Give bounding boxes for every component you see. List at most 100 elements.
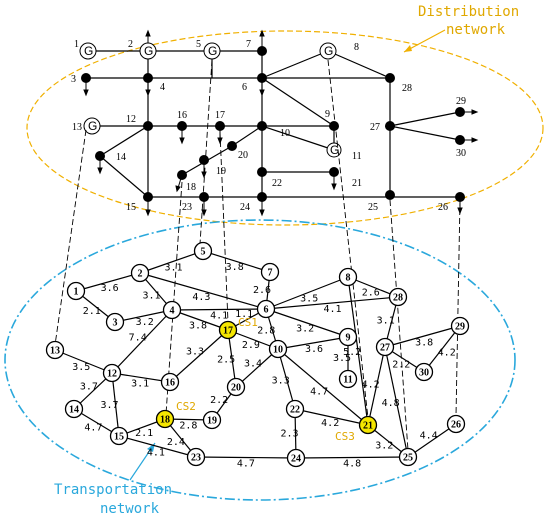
trans-node-17-charging-station [218, 320, 238, 340]
trans-edge-3-4 [114, 309, 173, 323]
dist-label-11: 11 [352, 151, 362, 162]
trans-weight-9-11: 3.5 [333, 353, 351, 364]
trans-weight-14-15: 4.7 [84, 423, 102, 434]
dist-label-20: 20 [238, 150, 248, 161]
trans-node-28 [388, 287, 408, 307]
trans-weight-10-20: 3.4 [244, 359, 262, 370]
trans-edge-10-9 [277, 336, 349, 350]
dist-bus-9 [329, 121, 339, 131]
trans-weight-5-7: 3.8 [226, 262, 244, 273]
dist-label-22: 22 [272, 178, 282, 189]
trans-weight-3-4: 3.2 [136, 317, 154, 328]
trans-node-9 [338, 327, 358, 347]
trans-weight-1-3: 2.1 [83, 306, 101, 317]
trans-node-label-20: 20 [231, 383, 241, 394]
trans-edge-5-7 [202, 250, 271, 273]
trans-weight-2-4: 3.1 [142, 290, 160, 301]
dist-label-5: 5 [196, 39, 201, 50]
trans-edge-24-25 [295, 456, 409, 459]
dist-bus-6 [257, 73, 267, 83]
trans-edge-6-9 [265, 308, 349, 338]
distribution-bus-labels: 1 2 3 4 5 6 7 8 9 10 11 12 13 14 15 16 1… [71, 39, 466, 213]
distribution-title: Distribution [418, 4, 519, 20]
trans-weight-30-29: 4.2 [438, 348, 456, 359]
dist-label-6: 6 [242, 82, 247, 93]
trans-edge-10-21 [277, 348, 369, 426]
dist-label-28: 28 [402, 83, 412, 94]
trans-weight-21-25: 3.2 [375, 441, 393, 452]
distribution-title-line2: network [446, 22, 506, 38]
trans-node-label-13: 13 [50, 346, 60, 357]
trans-node-10 [268, 339, 288, 359]
trans-edge-12-15 [111, 372, 120, 437]
trans-edge-27-29 [384, 325, 461, 348]
trans-node-label-3: 3 [113, 318, 118, 329]
trans-weight-1-2: 3.6 [101, 283, 119, 294]
dist-bus-20 [227, 141, 237, 151]
trans-weight-27-25: 4.8 [382, 398, 400, 409]
dist-bus-18 [177, 170, 187, 180]
trans-edge-10-20 [235, 348, 279, 388]
trans-weight-7-6: 2.6 [253, 285, 271, 296]
transportation-title-line2: network [100, 501, 160, 517]
trans-node-25 [398, 447, 418, 467]
generator-13-letter: G [88, 119, 97, 133]
trans-node-19 [202, 410, 222, 430]
trans-node-label-5: 5 [201, 247, 206, 258]
trans-node-29 [450, 316, 470, 336]
trans-weight-26-25: 4.4 [420, 431, 438, 442]
dist-bus-24 [257, 192, 267, 202]
trans-node-30 [414, 362, 434, 382]
trans-weight-28-27: 3.1 [377, 316, 395, 327]
dist-bus-10 [257, 121, 267, 131]
trans-weight-6-8: 3.5 [300, 294, 318, 305]
trans-weight-10-9: 3.6 [305, 344, 323, 355]
dist-bus-7 [257, 46, 267, 56]
distribution-buses [81, 46, 465, 202]
trans-node-label-23: 23 [191, 453, 201, 464]
dist-label-19: 19 [216, 166, 226, 177]
trans-weight-15-23: 4.1 [147, 447, 165, 458]
trans-weight-27-29: 3.8 [415, 337, 433, 348]
trans-node-7 [260, 262, 280, 282]
trans-edge-1-2 [75, 272, 141, 292]
trans-weight-17-20: 2.5 [217, 354, 235, 365]
trans-node-18-charging-station [155, 409, 175, 429]
dist-label-13: 13 [72, 122, 82, 133]
trans-edge-23-24 [195, 456, 297, 459]
trans-weight-6-28: 4.1 [323, 304, 341, 315]
trans-edge-12-16 [111, 372, 171, 383]
dist-bus-15 [143, 192, 153, 202]
trans-node-4 [162, 300, 182, 320]
dist-bus-14 [95, 151, 105, 161]
trans-weight-18-23: 2.4 [167, 437, 185, 448]
trans-weight-23-24: 4.7 [237, 459, 255, 470]
trans-node-20 [226, 377, 246, 397]
trans-node-3 [105, 312, 125, 332]
trans-weight-22-24: 2.3 [280, 429, 298, 440]
trans-edge-6-8 [265, 276, 349, 310]
trans-weight-18-19: 2.8 [179, 421, 197, 432]
trans-node-label-24: 24 [291, 454, 301, 465]
dist-label-8: 8 [354, 42, 359, 53]
trans-edge-26-25 [407, 423, 457, 458]
distribution-generators: G G G G G G [79, 42, 342, 158]
trans-node-2 [130, 263, 150, 283]
dist-label-9: 9 [325, 109, 330, 120]
dist-label-21: 21 [352, 178, 362, 189]
trans-node-label-1: 1 [74, 287, 79, 298]
dist-label-7: 7 [246, 39, 251, 50]
dist-label-30: 30 [456, 148, 466, 159]
dist-label-2: 2 [128, 39, 133, 50]
trans-weight-2-5: 3.1 [164, 263, 182, 274]
trans-edge-4-6 [171, 308, 267, 311]
trans-node-label-18: 18 [160, 415, 170, 426]
trans-node-label-10: 10 [273, 345, 283, 356]
generator-2-letter: G [144, 44, 153, 58]
trans-node-label-7: 7 [268, 268, 273, 279]
dist-bus-21 [329, 167, 339, 177]
trans-edge-15-23 [118, 435, 197, 458]
dist-label-1: 1 [74, 39, 79, 50]
trans-node-27 [375, 337, 395, 357]
